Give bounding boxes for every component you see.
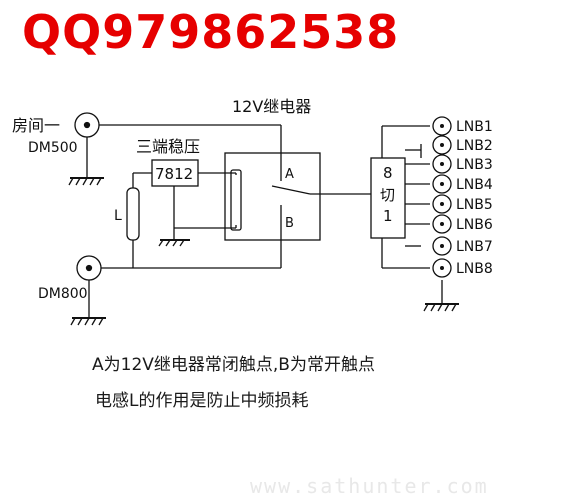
page-title: QQ979862538 — [22, 5, 400, 59]
note-contacts: A为12V继电器常闭触点,B为常开触点 — [92, 355, 375, 375]
inductor-label: L — [114, 208, 122, 224]
regulator-part-label: 7812 — [155, 165, 193, 183]
lnb-connector — [432, 236, 452, 256]
regulator-label: 三端稳压 — [136, 137, 200, 156]
inductor-l — [126, 187, 140, 241]
relay-label: 12V继电器 — [232, 97, 311, 116]
switch-8to1 — [370, 157, 406, 239]
lnb-connector — [432, 194, 452, 214]
note-inductor: 电感L的作用是防止中频损耗 — [95, 391, 309, 411]
lnb-connector — [432, 116, 452, 136]
lnb-label: LNB7 — [456, 239, 493, 255]
lnb-label: LNB6 — [456, 217, 493, 233]
lnb-connector-pin — [440, 222, 444, 226]
contact-a-label: A — [285, 167, 294, 182]
contact-b-label: B — [285, 216, 294, 231]
switch-label-mid: 切 — [380, 186, 395, 204]
lnb-label: LNB2 — [456, 138, 493, 154]
lnb-connector — [432, 258, 452, 278]
relay-coil — [230, 169, 242, 231]
dm800-label: DM800 — [38, 286, 88, 302]
lnb-label: LNB5 — [456, 197, 493, 213]
watermark: www.sathunter.com — [250, 474, 489, 498]
lnb-connector-pin — [440, 162, 444, 166]
lnb-connector-pin — [440, 143, 444, 147]
lnb-label: LNB8 — [456, 261, 493, 277]
lnb-connector — [432, 135, 452, 155]
lnb-label: LNB3 — [456, 157, 493, 173]
lnb-label: LNB1 — [456, 119, 493, 135]
diagram-labels: 房间一 DM500 DM800 三端稳压 7812 12V继电器 A B L 8… — [12, 97, 395, 302]
lnb-connector-pin — [440, 124, 444, 128]
wires — [68, 112, 459, 326]
lnb-connector-pin — [440, 202, 444, 206]
lnb-connector — [432, 154, 452, 174]
dm500-label: DM500 — [28, 140, 78, 156]
room-in-label: 房间一 — [12, 116, 60, 135]
lnb-connector-pin — [440, 266, 444, 270]
lnb-label: LNB4 — [456, 177, 493, 193]
lnb-connector-pin — [440, 182, 444, 186]
switch-label-bottom: 1 — [383, 207, 393, 225]
lnb-connector-pin — [440, 244, 444, 248]
switch-label-top: 8 — [383, 164, 393, 182]
relay-box — [224, 152, 321, 241]
lnb-connector — [432, 214, 452, 234]
lnb-connector — [432, 174, 452, 194]
